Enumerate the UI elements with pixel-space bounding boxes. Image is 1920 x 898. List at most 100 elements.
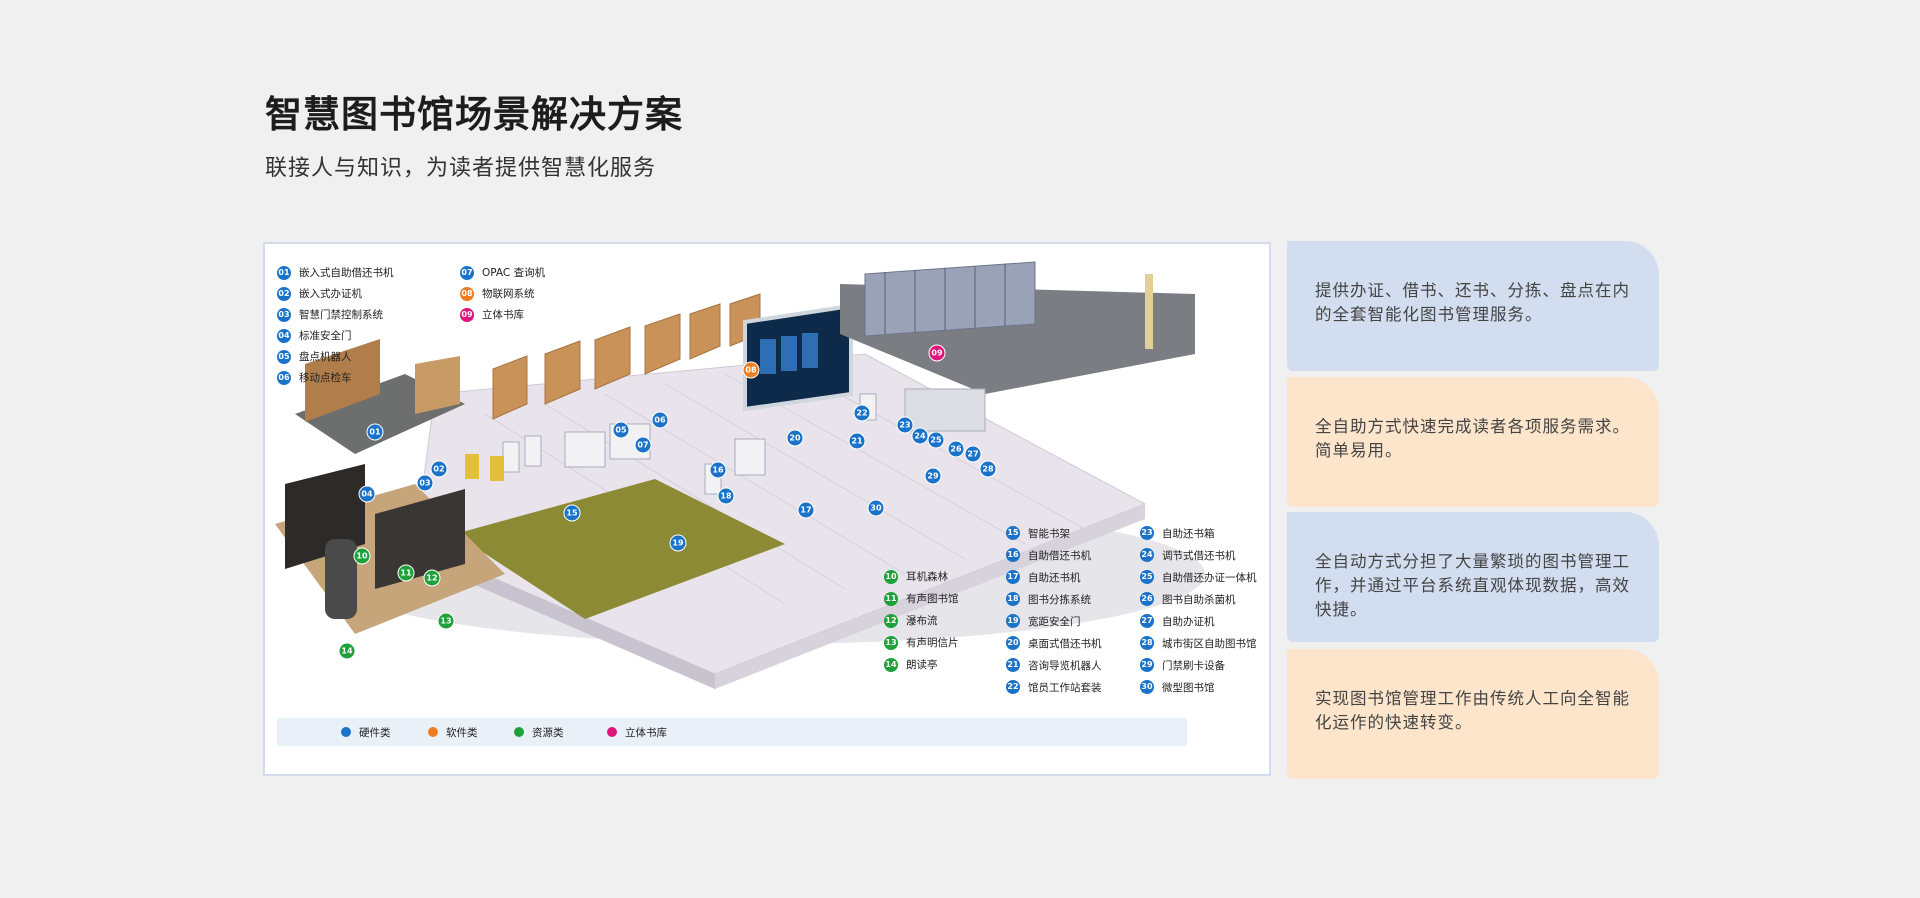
category-item: 硬件类 [341, 718, 391, 746]
number-badge: 19 [1006, 614, 1020, 628]
legend-item: 22 馆员工作站套装 [1006, 676, 1102, 698]
number-badge: 23 [1140, 526, 1154, 540]
legend-item: 18 图书分拣系统 [1006, 588, 1102, 610]
number-badge: 03 [277, 307, 291, 322]
scene-marker: 14 [338, 642, 356, 660]
legend-label: 宽距安全门 [1028, 615, 1081, 628]
legend-label: 耳机森林 [906, 571, 948, 583]
number-badge: 20 [1006, 636, 1020, 650]
legend-label: 图书自助杀菌机 [1162, 593, 1236, 606]
scene-marker: 18 [717, 487, 735, 505]
feature-card: 全自动方式分担了大量繁琐的图书管理工作，并通过平台系统直观体现数据，高效快捷。 [1287, 512, 1659, 642]
number-badge: 08 [460, 286, 474, 301]
number-badge: 30 [1140, 680, 1154, 694]
legend-item: 11 有声图书馆 [884, 588, 959, 610]
legend-item: 01 嵌入式自助借还书机 [277, 262, 394, 283]
category-item: 软件类 [428, 718, 478, 746]
scene-marker: 04 [358, 485, 376, 503]
feature-card: 实现图书馆管理工作由传统人工向全智能化运作的快速转变。 [1287, 649, 1659, 779]
legend-label: 自助借还办证一体机 [1162, 571, 1257, 584]
feature-card: 全自助方式快速完成读者各项服务需求。简单易用。 [1287, 377, 1659, 507]
legend-label: 物联网系统 [482, 288, 535, 300]
number-badge: 18 [1006, 592, 1020, 606]
legend-label: 图书分拣系统 [1028, 593, 1091, 606]
scene-marker: 03 [416, 474, 434, 492]
number-badge: 06 [277, 370, 291, 385]
scene-marker: 26 [947, 440, 965, 458]
number-badge: 24 [1140, 548, 1154, 562]
legend-label: 馆员工作站套装 [1028, 681, 1102, 694]
number-badge: 04 [277, 328, 291, 343]
category-label: 资源类 [532, 726, 564, 739]
legend-label: 嵌入式自助借还书机 [299, 267, 394, 279]
scene-marker: 12 [423, 569, 441, 587]
number-badge: 21 [1006, 658, 1020, 672]
category-dot [428, 727, 438, 737]
number-badge: 15 [1006, 526, 1020, 540]
number-badge: 09 [460, 307, 474, 322]
legend-label: 朗读亭 [906, 659, 938, 671]
legend-item: 19 宽距安全门 [1006, 610, 1102, 632]
legend-label: 嵌入式办证机 [299, 288, 362, 300]
scene-marker: 19 [669, 534, 687, 552]
legend-item: 08 物联网系统 [460, 283, 545, 304]
legend-item: 26 图书自助杀菌机 [1140, 588, 1257, 610]
scene-marker: 06 [651, 411, 669, 429]
scene-marker: 11 [397, 564, 415, 582]
scene-marker: 17 [797, 501, 815, 519]
scene-marker: 08 [742, 361, 760, 379]
legend-label: 智能书架 [1028, 527, 1070, 540]
number-badge: 22 [1006, 680, 1020, 694]
feature-card: 提供办证、借书、还书、分拣、盘点在内的全套智能化图书管理服务。 [1287, 241, 1659, 371]
scene-marker: 13 [437, 612, 455, 630]
scene-marker: 21 [848, 432, 866, 450]
number-badge: 14 [884, 658, 898, 672]
legend-label: 移动点检车 [299, 372, 352, 384]
scene-marker: 05 [612, 421, 630, 439]
category-item: 立体书库 [607, 718, 667, 746]
number-badge: 13 [884, 636, 898, 650]
category-dot [341, 727, 351, 737]
category-label: 软件类 [446, 726, 478, 739]
number-badge: 26 [1140, 592, 1154, 606]
number-badge: 16 [1006, 548, 1020, 562]
number-badge: 11 [884, 592, 898, 606]
number-badge: 25 [1140, 570, 1154, 584]
legend-label: 智慧门禁控制系统 [299, 309, 383, 321]
legend-label: 自助还书机 [1028, 571, 1081, 584]
page-subtitle: 联接人与知识，为读者提供智慧化服务 [265, 156, 657, 181]
legend-label: 自助借还书机 [1028, 549, 1091, 562]
number-badge: 29 [1140, 658, 1154, 672]
category-legend: 硬件类 软件类 资源类 立体书库 [277, 718, 1187, 746]
number-badge: 01 [277, 265, 291, 280]
legend-label: 有声明信片 [906, 637, 959, 649]
scene-marker: 16 [709, 461, 727, 479]
scene-marker: 29 [924, 467, 942, 485]
category-dot [607, 727, 617, 737]
number-badge: 28 [1140, 636, 1154, 650]
scene-marker: 02 [430, 460, 448, 478]
scene-marker: 01 [366, 423, 384, 441]
legend-item: 23 自助还书箱 [1140, 522, 1257, 544]
legend-label: 自助还书箱 [1162, 527, 1215, 540]
category-item: 资源类 [514, 718, 564, 746]
scene-marker: 10 [353, 547, 371, 565]
legend-label: 有声图书馆 [906, 593, 959, 605]
scene-marker: 24 [911, 427, 929, 445]
legend-label: OPAC 查询机 [482, 267, 546, 279]
number-badge: 07 [460, 265, 474, 280]
scene-marker: 22 [853, 404, 871, 422]
